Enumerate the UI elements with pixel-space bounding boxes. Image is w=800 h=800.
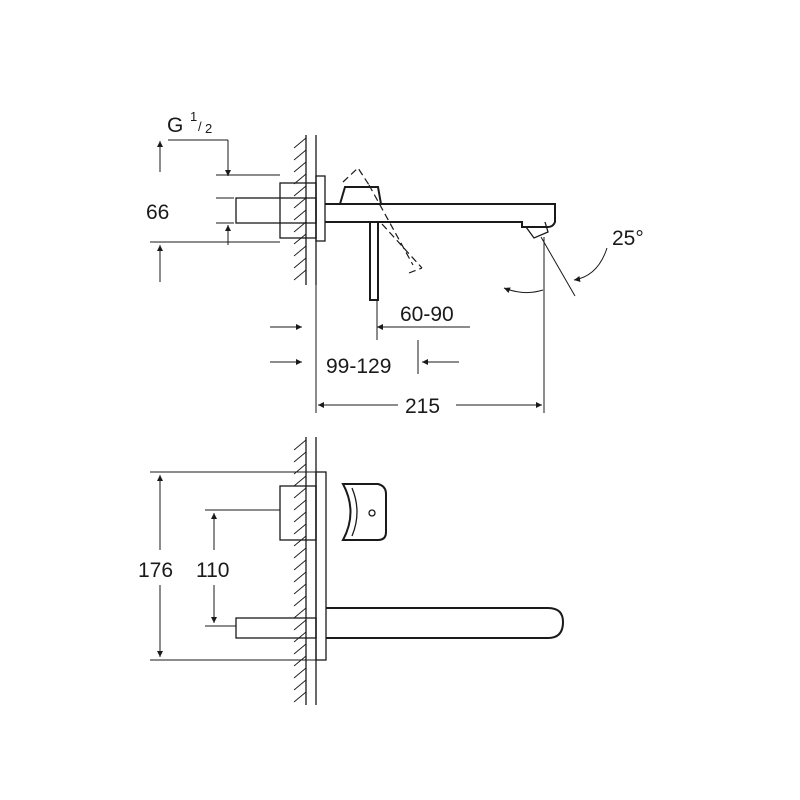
hatch-line xyxy=(293,595,307,607)
dim-60-90: 60-90 xyxy=(376,300,470,340)
hatch-line xyxy=(293,149,307,161)
thread-label-slash: / xyxy=(198,119,202,134)
hatch-line xyxy=(293,185,307,197)
hatch-line xyxy=(293,439,307,451)
hatch-line xyxy=(293,607,307,619)
hatch-line xyxy=(293,679,307,691)
hatch-line xyxy=(293,245,307,257)
hatch-line xyxy=(293,197,307,209)
thread-label-main: G xyxy=(167,114,183,137)
spout-front xyxy=(235,607,565,639)
dim-66: 66 xyxy=(146,201,280,282)
dim-60-90-label: 60-90 xyxy=(400,303,454,326)
hatch-line xyxy=(293,221,307,233)
hatch-line xyxy=(293,547,307,559)
hatch-line xyxy=(293,631,307,643)
hatch-line xyxy=(293,487,307,499)
thread-label-den: 2 xyxy=(205,121,212,136)
hatch-line xyxy=(293,667,307,679)
hatch-line xyxy=(293,137,307,149)
dim-99-129-label: 99-129 xyxy=(326,355,391,378)
hatch-line xyxy=(293,535,307,547)
hatch-line xyxy=(293,161,307,173)
dim-angle: 25° xyxy=(503,227,644,297)
wall-plate-front xyxy=(315,471,327,661)
hatch-line xyxy=(293,655,307,667)
dim-176-label: 176 xyxy=(138,559,173,582)
dim-215-label: 215 xyxy=(405,395,440,418)
valve-body-side xyxy=(279,182,317,239)
side-view: G 1 / 2 66 25° 60-90 xyxy=(146,109,644,418)
front-view: 176 110 xyxy=(138,437,565,705)
lever-side xyxy=(339,186,382,301)
hatch-line xyxy=(293,475,307,487)
dim-66-label: 66 xyxy=(146,201,169,224)
wall-plate-side xyxy=(315,175,326,242)
wall-hatching-top xyxy=(293,137,307,281)
lever-alt-position xyxy=(342,167,423,274)
wall-side xyxy=(293,135,317,285)
hatch-line xyxy=(293,619,307,631)
hatch-line xyxy=(293,691,307,703)
mixer-body-front xyxy=(279,485,317,541)
hatch-line xyxy=(293,269,307,281)
hatch-line xyxy=(293,583,307,595)
dim-176: 176 xyxy=(138,471,316,661)
dim-thread: G 1 / 2 xyxy=(157,109,280,245)
dim-angle-label: 25° xyxy=(612,227,644,250)
hatch-line xyxy=(293,257,307,269)
hatch-line xyxy=(293,499,307,511)
hatch-line xyxy=(293,173,307,185)
handle-front xyxy=(341,483,387,541)
hatch-line xyxy=(293,233,307,245)
spout-outlet-side xyxy=(525,221,549,239)
hatch-line xyxy=(293,209,307,221)
dim-215: 215 xyxy=(315,237,545,418)
dim-110: 110 xyxy=(196,509,280,627)
hatch-line xyxy=(293,451,307,463)
wall-front xyxy=(293,437,317,705)
hatch-line xyxy=(293,523,307,535)
thread-label-num: 1 xyxy=(190,109,197,124)
hatch-line xyxy=(293,571,307,583)
spout-side xyxy=(325,203,556,228)
wall-hatching-bottom xyxy=(293,439,307,703)
dim-110-label: 110 xyxy=(196,559,229,582)
dim-99-129: 99-129 xyxy=(270,324,459,378)
inlet-pipe-side xyxy=(235,197,317,224)
hatch-line xyxy=(293,511,307,523)
hatch-line xyxy=(293,643,307,655)
hatch-line xyxy=(293,559,307,571)
